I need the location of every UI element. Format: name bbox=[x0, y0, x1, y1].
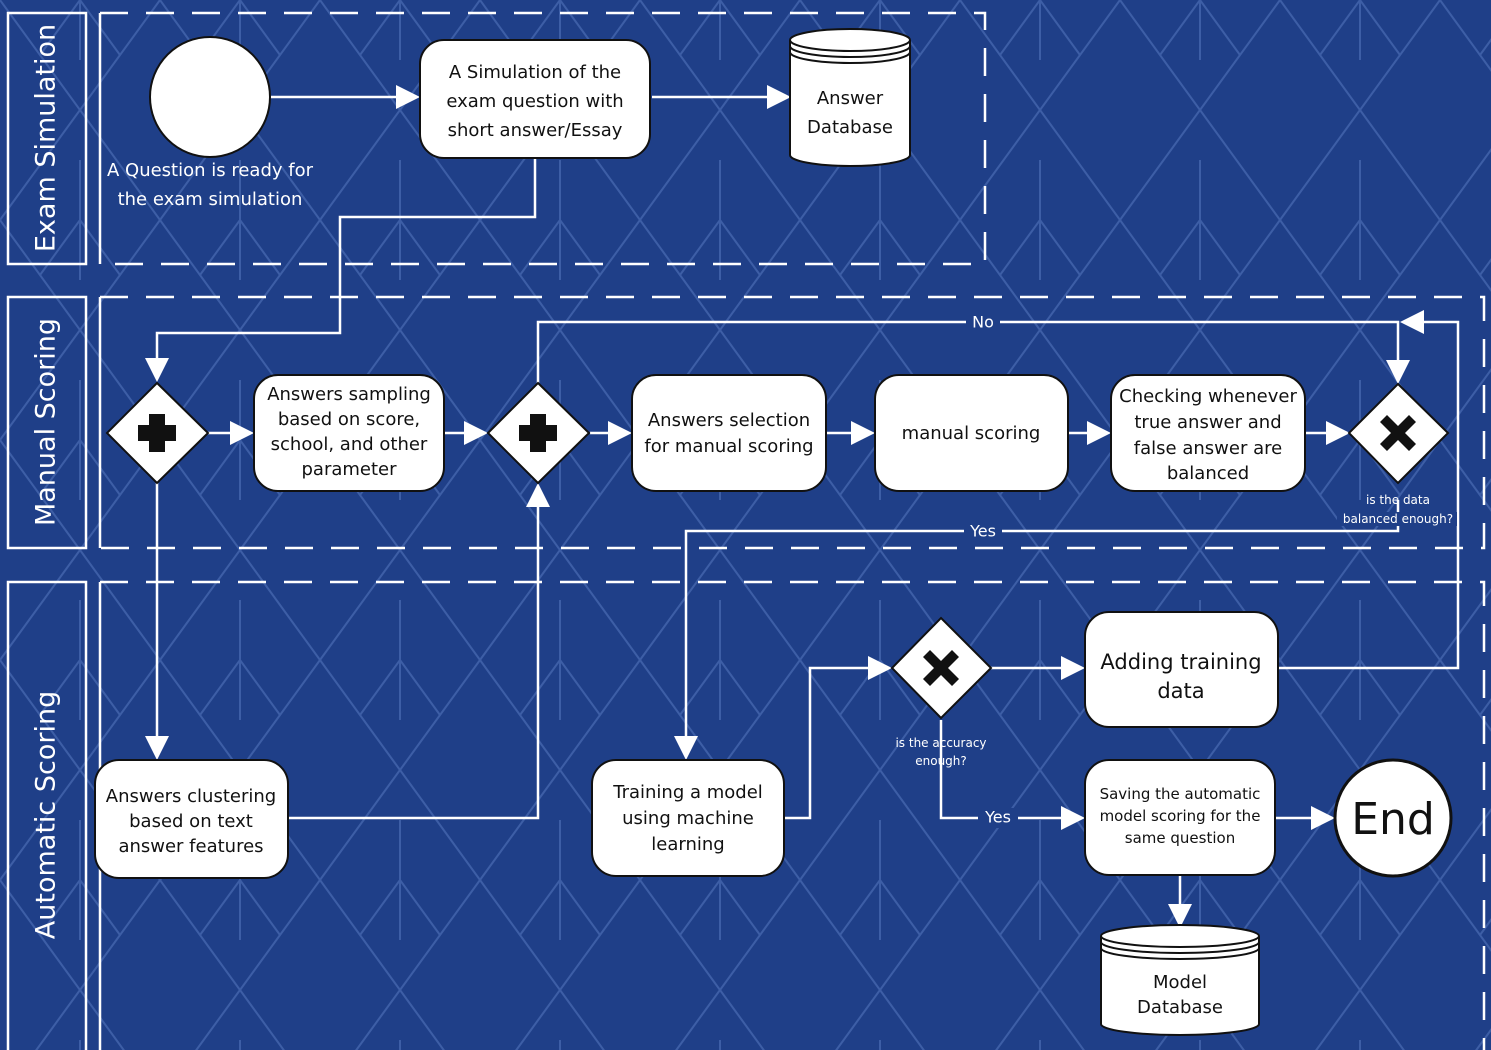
svg-text:Model: Model bbox=[1153, 972, 1207, 993]
svg-text:A Simulation of the: A Simulation of the bbox=[449, 62, 621, 83]
edge-label-no: No bbox=[972, 313, 994, 332]
flow-clustering-to-gateway-2 bbox=[288, 500, 540, 820]
svg-text:school, and other: school, and other bbox=[271, 434, 428, 455]
lane-exam-simulation bbox=[6, 11, 987, 266]
task-checking-balance: Checking whenever true answer and false … bbox=[1110, 374, 1306, 492]
lane-title-exam-simulation: Exam Simulation bbox=[31, 24, 62, 252]
task-answers-sampling: Answers sampling based on score, school,… bbox=[253, 374, 445, 492]
svg-text:Answers clustering: Answers clustering bbox=[106, 786, 276, 807]
svg-text:data: data bbox=[1157, 679, 1204, 703]
exclusive-gateway-balanced bbox=[1347, 382, 1450, 485]
edge-label-yes-balanced: Yes bbox=[969, 522, 996, 541]
flow-training-to-gateway-4 bbox=[784, 666, 872, 820]
svg-text:Answers sampling: Answers sampling bbox=[267, 384, 431, 405]
lane-manual-scoring bbox=[6, 295, 1486, 550]
label-bg-yes-accuracy bbox=[978, 808, 1018, 828]
x-icon bbox=[1380, 415, 1416, 451]
svg-text:Database: Database bbox=[807, 117, 893, 138]
svg-text:enough?: enough? bbox=[915, 754, 967, 768]
start-event-label: A Question is ready for the exam simulat… bbox=[107, 160, 314, 210]
label-bg-no bbox=[966, 313, 1000, 331]
parallel-gateway-2 bbox=[486, 381, 591, 485]
svg-text:exam question with: exam question with bbox=[446, 91, 623, 112]
svg-text:parameter: parameter bbox=[301, 459, 397, 480]
task-adding-training-data: Adding training data bbox=[1084, 611, 1279, 728]
parallel-gateway-1 bbox=[105, 381, 210, 485]
end-event-label: End bbox=[1351, 794, 1435, 845]
svg-text:Database: Database bbox=[1137, 997, 1223, 1018]
svg-text:answer features: answer features bbox=[118, 836, 263, 857]
svg-text:manual scoring: manual scoring bbox=[902, 423, 1041, 444]
svg-text:for manual scoring: for manual scoring bbox=[644, 436, 813, 457]
svg-text:is the data: is the data bbox=[1366, 493, 1430, 507]
plus-icon bbox=[519, 414, 557, 452]
label-bg-yes-balanced bbox=[964, 522, 1002, 540]
flow-adding-to-loop bbox=[1278, 320, 1460, 670]
svg-text:balanced enough?: balanced enough? bbox=[1343, 512, 1453, 526]
start-event bbox=[149, 36, 271, 158]
arrowheads bbox=[145, 85, 1424, 928]
svg-text:the exam simulation: the exam simulation bbox=[118, 189, 303, 210]
answer-database: Answer Database bbox=[789, 28, 911, 167]
svg-text:Training a model: Training a model bbox=[612, 782, 763, 803]
svg-text:balanced: balanced bbox=[1167, 463, 1249, 484]
svg-text:A Question is ready for: A Question is ready for bbox=[107, 160, 314, 181]
model-database: Model Database bbox=[1100, 924, 1260, 1036]
x-icon bbox=[923, 650, 959, 686]
gateway-balanced-label: is the data balanced enough? bbox=[1343, 493, 1453, 526]
task-exam-simulation: A Simulation of the exam question with s… bbox=[419, 39, 651, 159]
svg-text:same question: same question bbox=[1125, 829, 1235, 847]
end-event bbox=[1333, 758, 1453, 878]
task-answers-selection: Answers selection for manual scoring bbox=[631, 374, 827, 492]
svg-text:Answers selection: Answers selection bbox=[648, 410, 810, 431]
edge-label-yes-accuracy: Yes bbox=[984, 808, 1011, 827]
task-saving-model: Saving the automatic model scoring for t… bbox=[1084, 759, 1276, 876]
plus-icon bbox=[138, 414, 176, 452]
svg-text:model scoring for the: model scoring for the bbox=[1100, 807, 1261, 825]
svg-text:is the accuracy: is the accuracy bbox=[895, 736, 986, 750]
svg-text:short answer/Essay: short answer/Essay bbox=[448, 120, 623, 141]
svg-text:Checking whenever: Checking whenever bbox=[1119, 386, 1297, 407]
svg-text:based on text: based on text bbox=[129, 811, 253, 832]
flow-simulation-to-gateway-1 bbox=[155, 158, 537, 365]
svg-text:learning: learning bbox=[651, 834, 724, 855]
lane-title-manual-scoring: Manual Scoring bbox=[31, 318, 62, 526]
lane-title-automatic-scoring: Automatic Scoring bbox=[31, 691, 62, 939]
svg-text:based on score,: based on score, bbox=[278, 409, 420, 430]
task-answers-clustering: Answers clustering based on text answer … bbox=[94, 759, 289, 879]
svg-text:false answer are: false answer are bbox=[1134, 438, 1282, 459]
svg-text:using machine: using machine bbox=[622, 808, 754, 829]
label-bg-balanced bbox=[1337, 512, 1457, 526]
svg-text:Adding training: Adding training bbox=[1100, 650, 1261, 674]
task-training-model: Training a model using machine learning bbox=[591, 759, 785, 877]
exclusive-gateway-accuracy bbox=[890, 616, 993, 720]
svg-text:Answer: Answer bbox=[817, 88, 884, 109]
flow-yes-to-saving bbox=[939, 720, 1065, 820]
gateway-accuracy-label: is the accuracy enough? bbox=[895, 736, 986, 768]
svg-text:Saving the automatic: Saving the automatic bbox=[1100, 785, 1261, 803]
svg-text:true answer and: true answer and bbox=[1134, 412, 1281, 433]
task-manual-scoring: manual scoring bbox=[874, 374, 1069, 492]
